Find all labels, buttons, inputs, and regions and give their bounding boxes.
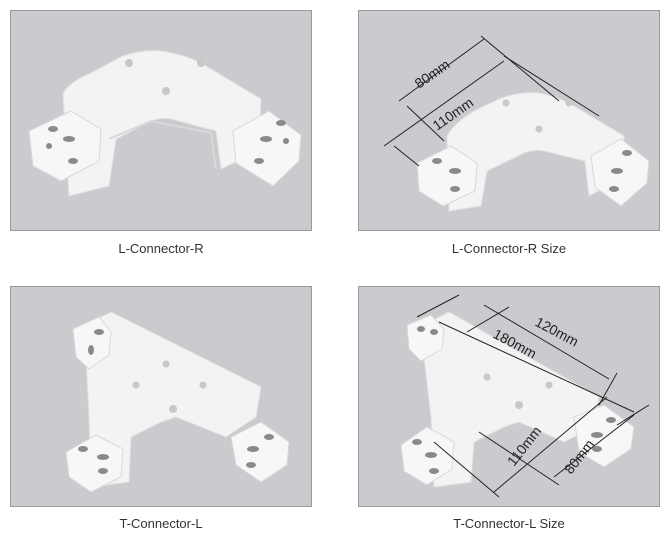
caption-l-connector-r-size: L-Connector-R Size [451, 241, 567, 256]
product-image-l-connector-r [10, 10, 312, 231]
l-connector-dimension-illustration: 80mm 110mm [383, 35, 650, 212]
dimension-label: 80mm [412, 56, 453, 91]
t-connector-illustration [65, 311, 290, 493]
dimension-label: 120mm [533, 314, 582, 350]
product-image-l-connector-r-size: 80mm 110mm [358, 10, 660, 231]
caption-l-connector-r: L-Connector-R [118, 241, 204, 256]
t-connector-dimension-illustration: 120mm 180mm 110mm 80mm [400, 294, 650, 498]
caption-t-connector-l-size: T-Connector-L Size [453, 516, 565, 531]
product-image-t-connector-l-size: 120mm 180mm 110mm 80mm [358, 286, 660, 507]
caption-t-connector-l: T-Connector-L [119, 516, 203, 531]
l-connector-illustration [28, 50, 302, 197]
product-image-t-connector-l [10, 286, 312, 507]
